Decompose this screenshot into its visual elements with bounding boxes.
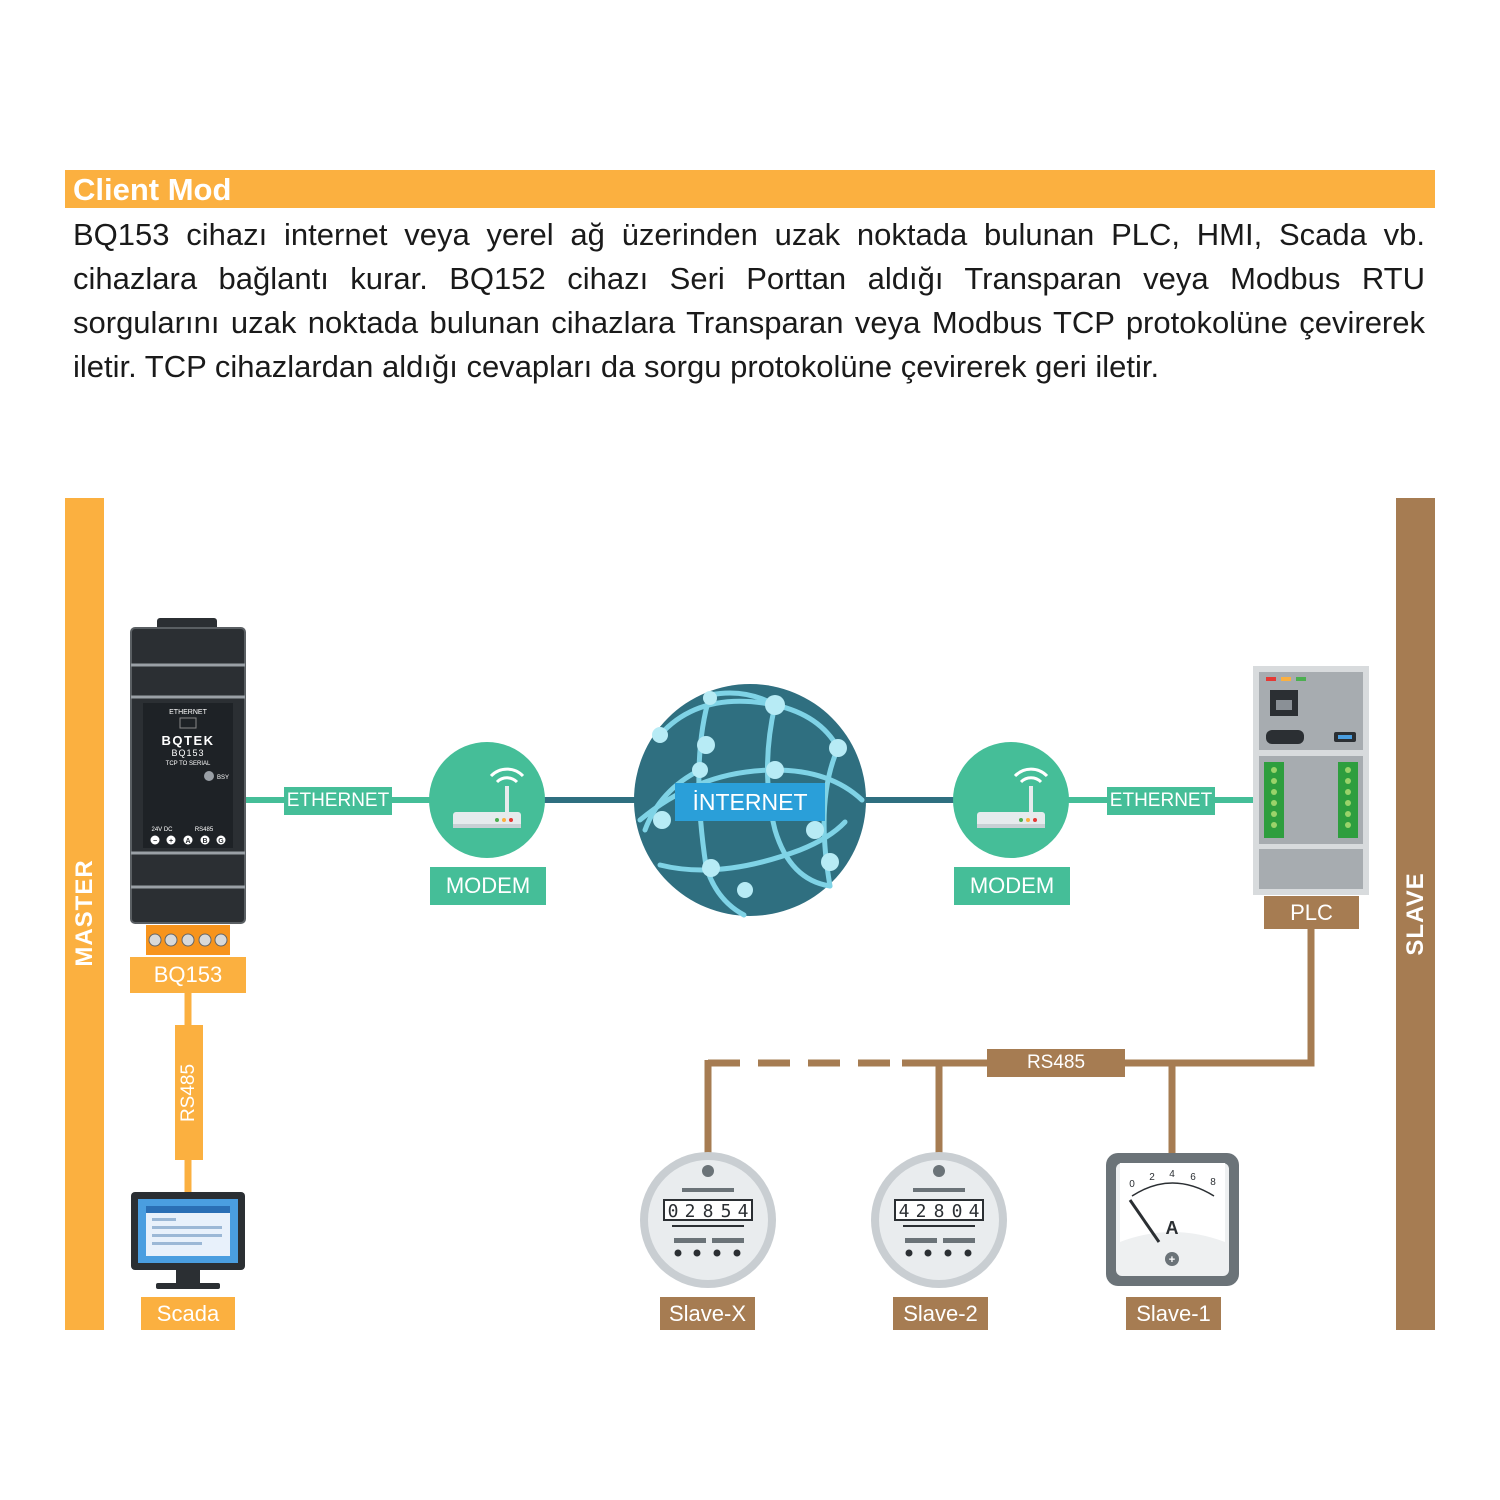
plc-serial-port-icon [1266, 730, 1304, 744]
master-side-bar: MASTER [65, 498, 104, 1330]
slave-x-label: Slave-X [660, 1297, 755, 1330]
header-bar: Client Mod [65, 170, 1435, 208]
ethernet-right-label: ETHERNET [1107, 787, 1215, 815]
slave-x-digit-5: 4 [738, 1201, 749, 1222]
ammeter-scale-2: 2 [1149, 1172, 1155, 1183]
modem-right-label: MODEM [954, 867, 1070, 905]
slave-x-digit-3: 8 [703, 1201, 714, 1222]
bq153-label: BQ153 [130, 957, 246, 993]
device-model: BQ153 [171, 748, 204, 758]
rs485-master-label: RS485 [178, 1063, 199, 1122]
ammeter-scale-4: 4 [1169, 1169, 1175, 1180]
ammeter-unit: A [1166, 1218, 1179, 1238]
description-text: BQ153 cihazı internet veya yerel ağ üzer… [73, 217, 1425, 384]
slave-x-digit-1: 0 [668, 1201, 679, 1222]
terminal-5: G [218, 838, 224, 845]
rs485-slave-label: RS485 [987, 1049, 1125, 1077]
device-subtitle: TCP TO SERIAL [166, 761, 211, 767]
ammeter-plus: + [1169, 1254, 1175, 1266]
ammeter-scale-8: 8 [1210, 1177, 1216, 1188]
slave-2-digit-3: 8 [934, 1201, 945, 1222]
slave-side-bar: SLAVE [1396, 498, 1435, 1330]
device-terminal-icons: − + A B G [150, 835, 226, 845]
bsy-led-icon [204, 771, 214, 781]
page-title: Client Mod [73, 172, 232, 207]
bq153-device: ETHERNET BQTEK BQ153 TCP TO SERIAL BSY 2… [130, 618, 246, 955]
modem-left-icon [429, 742, 545, 858]
slave-2-digit-1: 4 [899, 1201, 910, 1222]
scada-monitor-icon [131, 1192, 245, 1289]
slave-2-digit-2: 2 [916, 1201, 927, 1222]
ammeter-scale-6: 6 [1190, 1172, 1196, 1183]
slave-1-label: Slave-1 [1126, 1297, 1221, 1330]
slave-2-digit-5: 4 [969, 1201, 980, 1222]
modem-right-icon [953, 742, 1069, 858]
slave-x-digit-4: 5 [721, 1201, 732, 1222]
slave-x-digit-2: 2 [685, 1201, 696, 1222]
scada-label: Scada [141, 1297, 235, 1330]
terminal-3: A [185, 838, 190, 845]
plc-label: PLC [1264, 896, 1359, 929]
rs485-master-badge: RS485 [175, 1025, 203, 1160]
terminal-4: B [202, 838, 207, 845]
slave-2-digit-4: 0 [952, 1201, 963, 1222]
device-brand: BQTEK [162, 733, 215, 748]
device-rs485-label: RS485 [195, 827, 214, 833]
device-ethernet-label: ETHERNET [169, 709, 207, 716]
modem-left-label: MODEM [430, 867, 546, 905]
rs485-slave-bus [704, 927, 1315, 1160]
ethernet-left-label: ETHERNET [284, 787, 392, 815]
device-power-label: 24V DC [151, 827, 173, 833]
slave-2-meter-icon: 4 2 8 0 4 [871, 1152, 1007, 1288]
slave-x-meter-icon: 0 2 8 5 4 [640, 1152, 776, 1288]
slave-1-ammeter-icon: 0 2 4 6 8 A + [1106, 1153, 1239, 1286]
device-bsy-label: BSY [217, 775, 229, 781]
ammeter-scale-0: 0 [1129, 1179, 1135, 1190]
terminal-2: + [169, 838, 173, 845]
plc-device [1253, 666, 1369, 895]
description: BQ153 cihazı internet veya yerel ağ üzer… [73, 213, 1425, 389]
terminal-1: − [153, 838, 157, 845]
internet-label: İNTERNET [675, 783, 825, 821]
slave-2-label: Slave-2 [893, 1297, 988, 1330]
